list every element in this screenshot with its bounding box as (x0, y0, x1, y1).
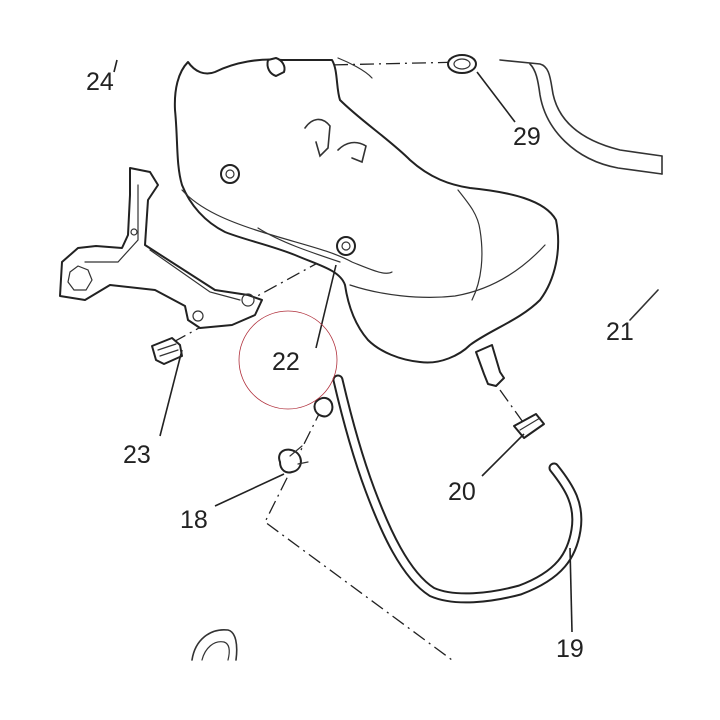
washer-partial (191, 629, 238, 661)
frame-tube (499, 59, 663, 321)
hose-clamp-18 (278, 445, 309, 474)
reservoir-tank (173, 57, 560, 387)
bolt-23 (151, 337, 183, 365)
callout-18: 18 (180, 506, 208, 534)
callout-22: 22 (272, 348, 300, 376)
hose-fitting-29 (447, 54, 477, 74)
callout-20: 20 (448, 478, 476, 506)
mounting-bracket (59, 167, 263, 329)
callout-29: 29 (513, 123, 541, 151)
leader-lines (113, 59, 573, 633)
callout-23: 23 (123, 441, 151, 469)
hose-19 (313, 374, 583, 604)
callout-24: 24 (86, 68, 114, 96)
callout-21: 21 (606, 318, 634, 346)
connector-20 (513, 413, 545, 439)
highlight-circle (238, 310, 338, 410)
callout-19: 19 (556, 635, 584, 663)
